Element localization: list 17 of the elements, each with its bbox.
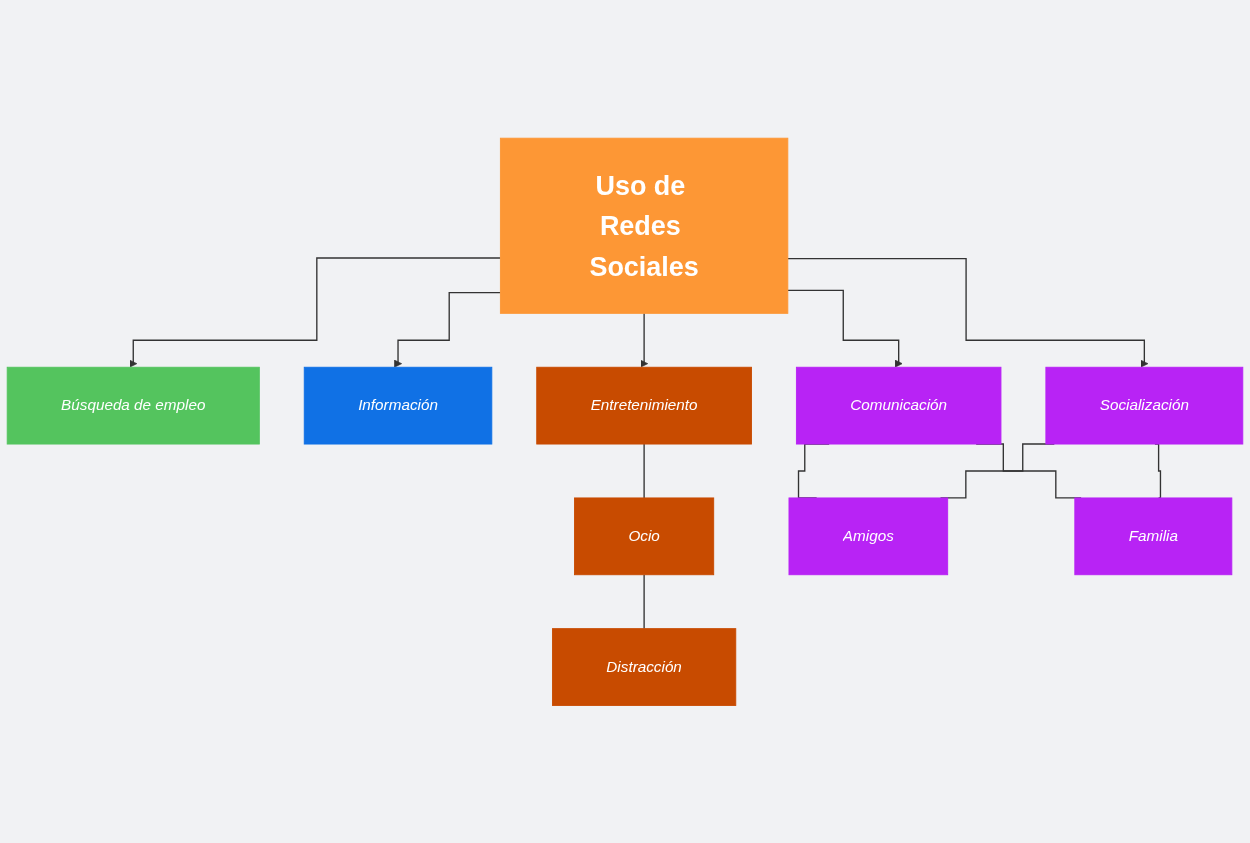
node-box: Uso de Redes Sociales [499, 137, 789, 314]
connector [643, 443, 645, 499]
node-box: Información [303, 366, 493, 445]
arrow [394, 291, 502, 368]
arrow [787, 289, 903, 368]
node-box: Socialización [1045, 366, 1244, 445]
connector [643, 573, 645, 629]
arrow [640, 312, 649, 368]
node-box: Distracción [552, 627, 737, 706]
node-box: Búsqueda de empleo [6, 366, 260, 445]
node-box: Comunicación [795, 366, 1002, 445]
arrow [787, 257, 1149, 368]
arrow [129, 257, 502, 368]
node-box: Amigos [788, 497, 949, 575]
node-box: Ocio [574, 497, 715, 575]
node-box: Familia [1074, 497, 1233, 575]
node-box: Entretenimiento [536, 366, 752, 445]
